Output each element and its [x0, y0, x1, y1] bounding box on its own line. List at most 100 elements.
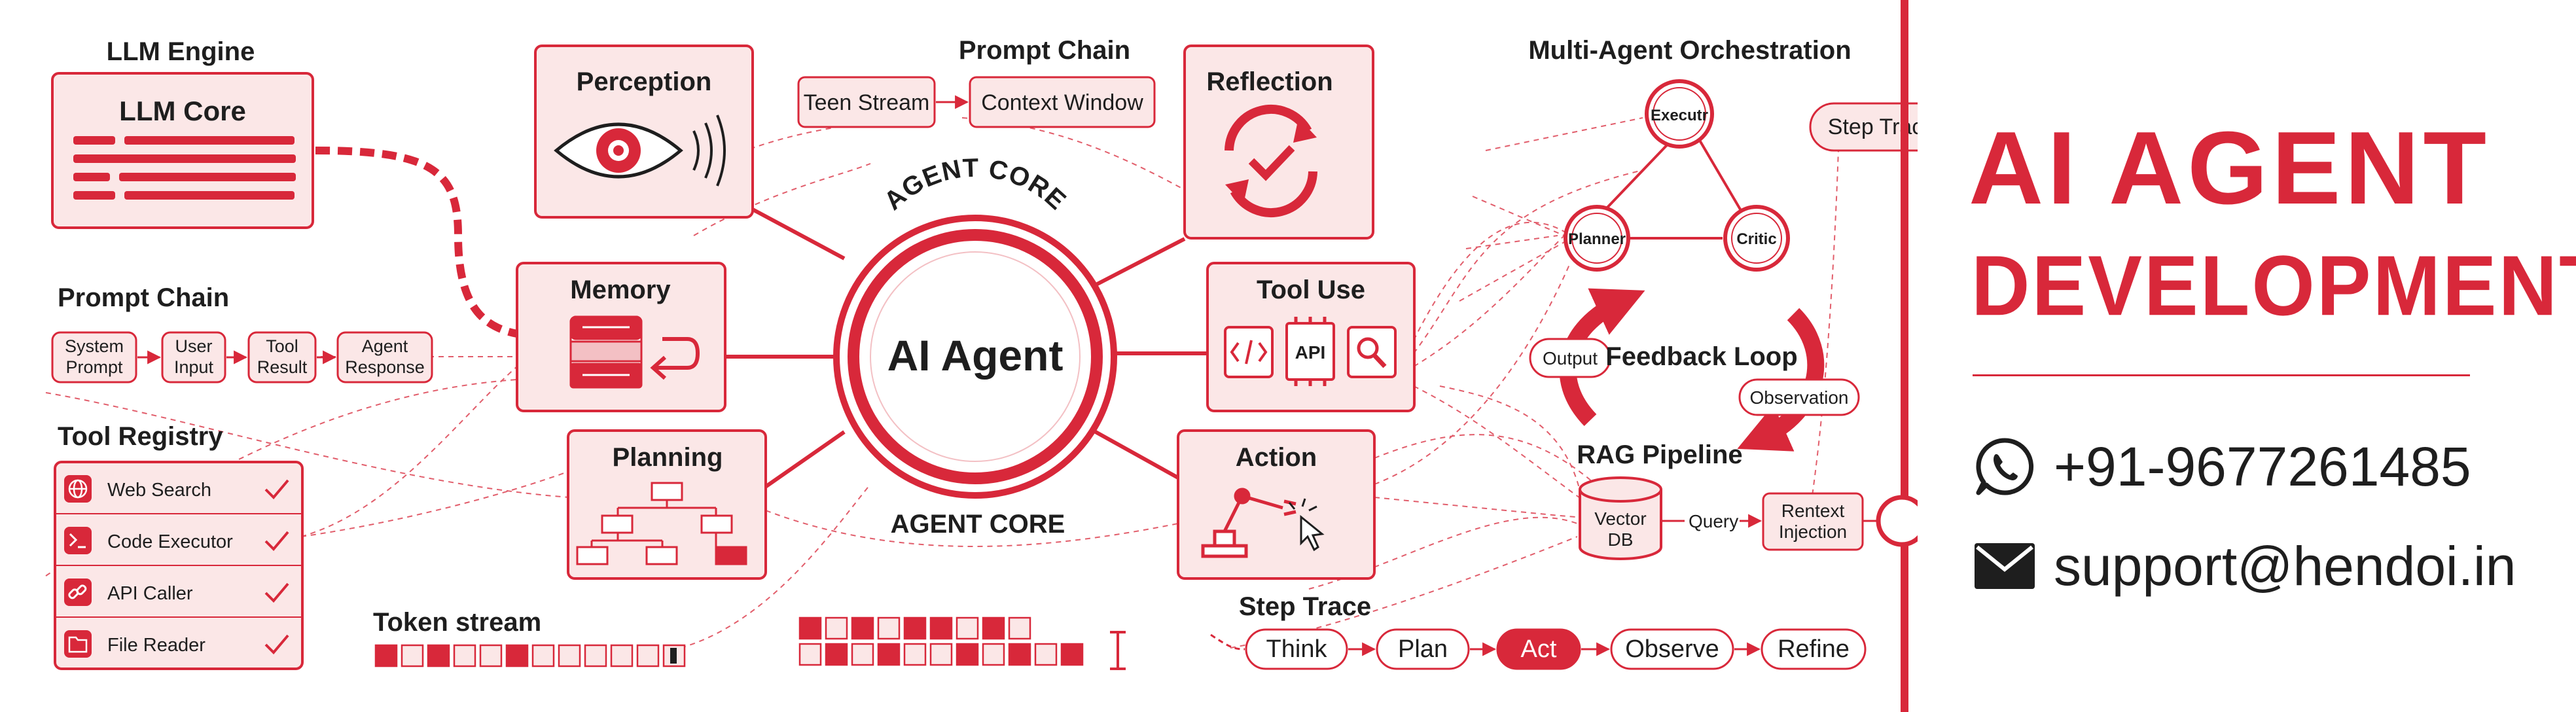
- svg-text:Context Window: Context Window: [981, 90, 1143, 115]
- tool-item-code-executor: Code Executor: [64, 527, 289, 554]
- reflection-module: Reflection: [1183, 44, 1374, 240]
- check-icon: [264, 531, 289, 551]
- svg-text:Observe: Observe: [1625, 635, 1719, 663]
- svg-text:System: System: [65, 336, 124, 356]
- critic-node: Critic: [1723, 205, 1790, 272]
- folder-icon: [68, 636, 88, 653]
- svg-text:Act: Act: [1521, 635, 1557, 663]
- check-icon: [264, 634, 289, 654]
- svg-text:Code Executor: Code Executor: [107, 531, 233, 552]
- brand-title-line2: DEVELOPMENT: [1971, 238, 2576, 334]
- globe-icon: [68, 479, 88, 499]
- step-trace-heading: Step Trace: [1239, 592, 1371, 621]
- rag-heading: RAG Pipeline: [1577, 440, 1742, 469]
- prompt-step-agent-response: Agent Response: [336, 331, 433, 383]
- tool-registry-heading: Tool Registry: [58, 422, 223, 451]
- prompt-chain-left-steps: System Prompt User Input Tool Result Age…: [51, 331, 433, 383]
- brand-title-line1: AI AGENT: [1969, 111, 2491, 226]
- llm-core-card: LLM Core: [51, 72, 314, 229]
- step-act: [1496, 628, 1581, 670]
- step-refine: [1761, 628, 1867, 670]
- contact-email[interactable]: support@hendoi.in: [1973, 530, 2516, 602]
- tool-use-module: Tool Use API: [1206, 262, 1416, 412]
- agent-core-bottom-label: AGENT CORE: [891, 510, 1065, 539]
- return-arrow-icon: [654, 337, 700, 370]
- svg-text:Planner: Planner: [1568, 230, 1626, 248]
- eye-icon: [554, 115, 726, 187]
- tool-item-file-reader: File Reader: [64, 630, 289, 658]
- svg-text:Output: Output: [1543, 348, 1598, 368]
- step-trace-flow: Think Plan Act Observe Refine: [1210, 628, 1867, 670]
- token-stream-bar: [374, 644, 686, 668]
- feedback-output-pill: [1529, 338, 1611, 378]
- svg-text:Injection: Injection: [1779, 522, 1847, 542]
- vector-db-icon: Vector DB: [1579, 476, 1662, 560]
- envelope-icon: [1973, 534, 2037, 598]
- svg-text:Refine: Refine: [1778, 635, 1850, 663]
- contact-phone[interactable]: +91-9677261485: [1973, 431, 2471, 503]
- perception-label: Perception: [577, 67, 712, 96]
- multi-agent-graph: Executr Planner Critic: [1564, 79, 1790, 272]
- tool-use-label: Tool Use: [1257, 276, 1365, 304]
- memory-module: Memory: [516, 262, 726, 412]
- svg-text:User: User: [175, 336, 212, 356]
- tool-registry-list: Web Search Code Executor API Caller: [54, 461, 304, 670]
- prompt-step-system-prompt: System Prompt: [51, 331, 137, 383]
- prompt-chain-top-items: Teen Stream Context Window: [797, 76, 1156, 128]
- context-window-box: [969, 76, 1156, 128]
- multi-agent-heading: Multi-Agent Orchestration: [1528, 36, 1851, 65]
- token-stream-heading: Token stream: [373, 608, 541, 637]
- llm-engine-heading: LLM Engine: [107, 37, 255, 66]
- separator: [1863, 0, 1918, 712]
- svg-text:File Reader: File Reader: [107, 635, 206, 656]
- planning-label: Planning: [613, 443, 723, 472]
- llm-core-label: LLM Core: [119, 96, 246, 126]
- branding-panel: AI AGENT DEVELOPMENT +91-9677261485 supp…: [1918, 0, 2576, 712]
- svg-text:Teen Stream: Teen Stream: [804, 90, 930, 115]
- step-observe: [1610, 628, 1734, 670]
- whatsapp-icon: [1973, 435, 2037, 499]
- executor-node: Executr: [1645, 79, 1714, 149]
- svg-text:Result: Result: [257, 357, 308, 377]
- phone-number[interactable]: +91-9677261485: [2054, 435, 2471, 497]
- flowchart-icon: [576, 482, 747, 565]
- teen-stream-box: [797, 76, 936, 128]
- action-label: Action: [1236, 443, 1317, 472]
- svg-text:DB: DB: [1608, 529, 1634, 550]
- svg-text:API Caller: API Caller: [107, 583, 193, 604]
- refresh-check-icon: [1225, 105, 1317, 217]
- robot-arm-icon: [1201, 488, 1325, 558]
- svg-text:Tool: Tool: [266, 336, 298, 356]
- planner-node: Planner: [1564, 205, 1630, 272]
- svg-text:Plan: Plan: [1398, 635, 1448, 663]
- svg-text:Think: Think: [1266, 635, 1328, 663]
- prompt-chain-top-heading: Prompt Chain: [959, 36, 1130, 65]
- rag-query-label: Query: [1689, 511, 1738, 531]
- step-plan: [1376, 628, 1470, 670]
- check-icon: [264, 479, 289, 499]
- svg-text:Vector: Vector: [1594, 508, 1646, 529]
- agent-core: AGENT CORE AI Agent AGENT CORE: [833, 154, 1117, 539]
- perception-module: Perception: [534, 44, 754, 219]
- text-cursor-icon: [1110, 631, 1126, 670]
- reflection-label: Reflection: [1206, 67, 1333, 96]
- feedback-observation-pill: [1738, 378, 1860, 416]
- svg-text:Web Search: Web Search: [107, 480, 211, 501]
- svg-text:Response: Response: [345, 357, 425, 377]
- prompt-step-user-input: User Input: [161, 331, 226, 383]
- agent-core-top-label: AGENT CORE: [879, 154, 1072, 216]
- agent-core-center-label: AI Agent: [887, 331, 1064, 380]
- email-address[interactable]: support@hendoi.in: [2054, 535, 2516, 597]
- code-lines-icon: [73, 136, 296, 200]
- svg-text:Agent: Agent: [362, 336, 408, 356]
- svg-text:Critic: Critic: [1736, 230, 1776, 248]
- rag-pipeline: Vector DB Query Rentext Injection: [1579, 476, 1864, 560]
- svg-text:Prompt: Prompt: [65, 357, 123, 377]
- svg-text:Input: Input: [174, 357, 214, 377]
- feedback-loop: Output Feedback Loop Observation: [1529, 288, 1860, 452]
- code-icon: [1224, 326, 1274, 378]
- magnifier-icon: [1347, 326, 1397, 378]
- api-chip-label: API: [1295, 342, 1326, 363]
- svg-text:Executr: Executr: [1651, 107, 1708, 124]
